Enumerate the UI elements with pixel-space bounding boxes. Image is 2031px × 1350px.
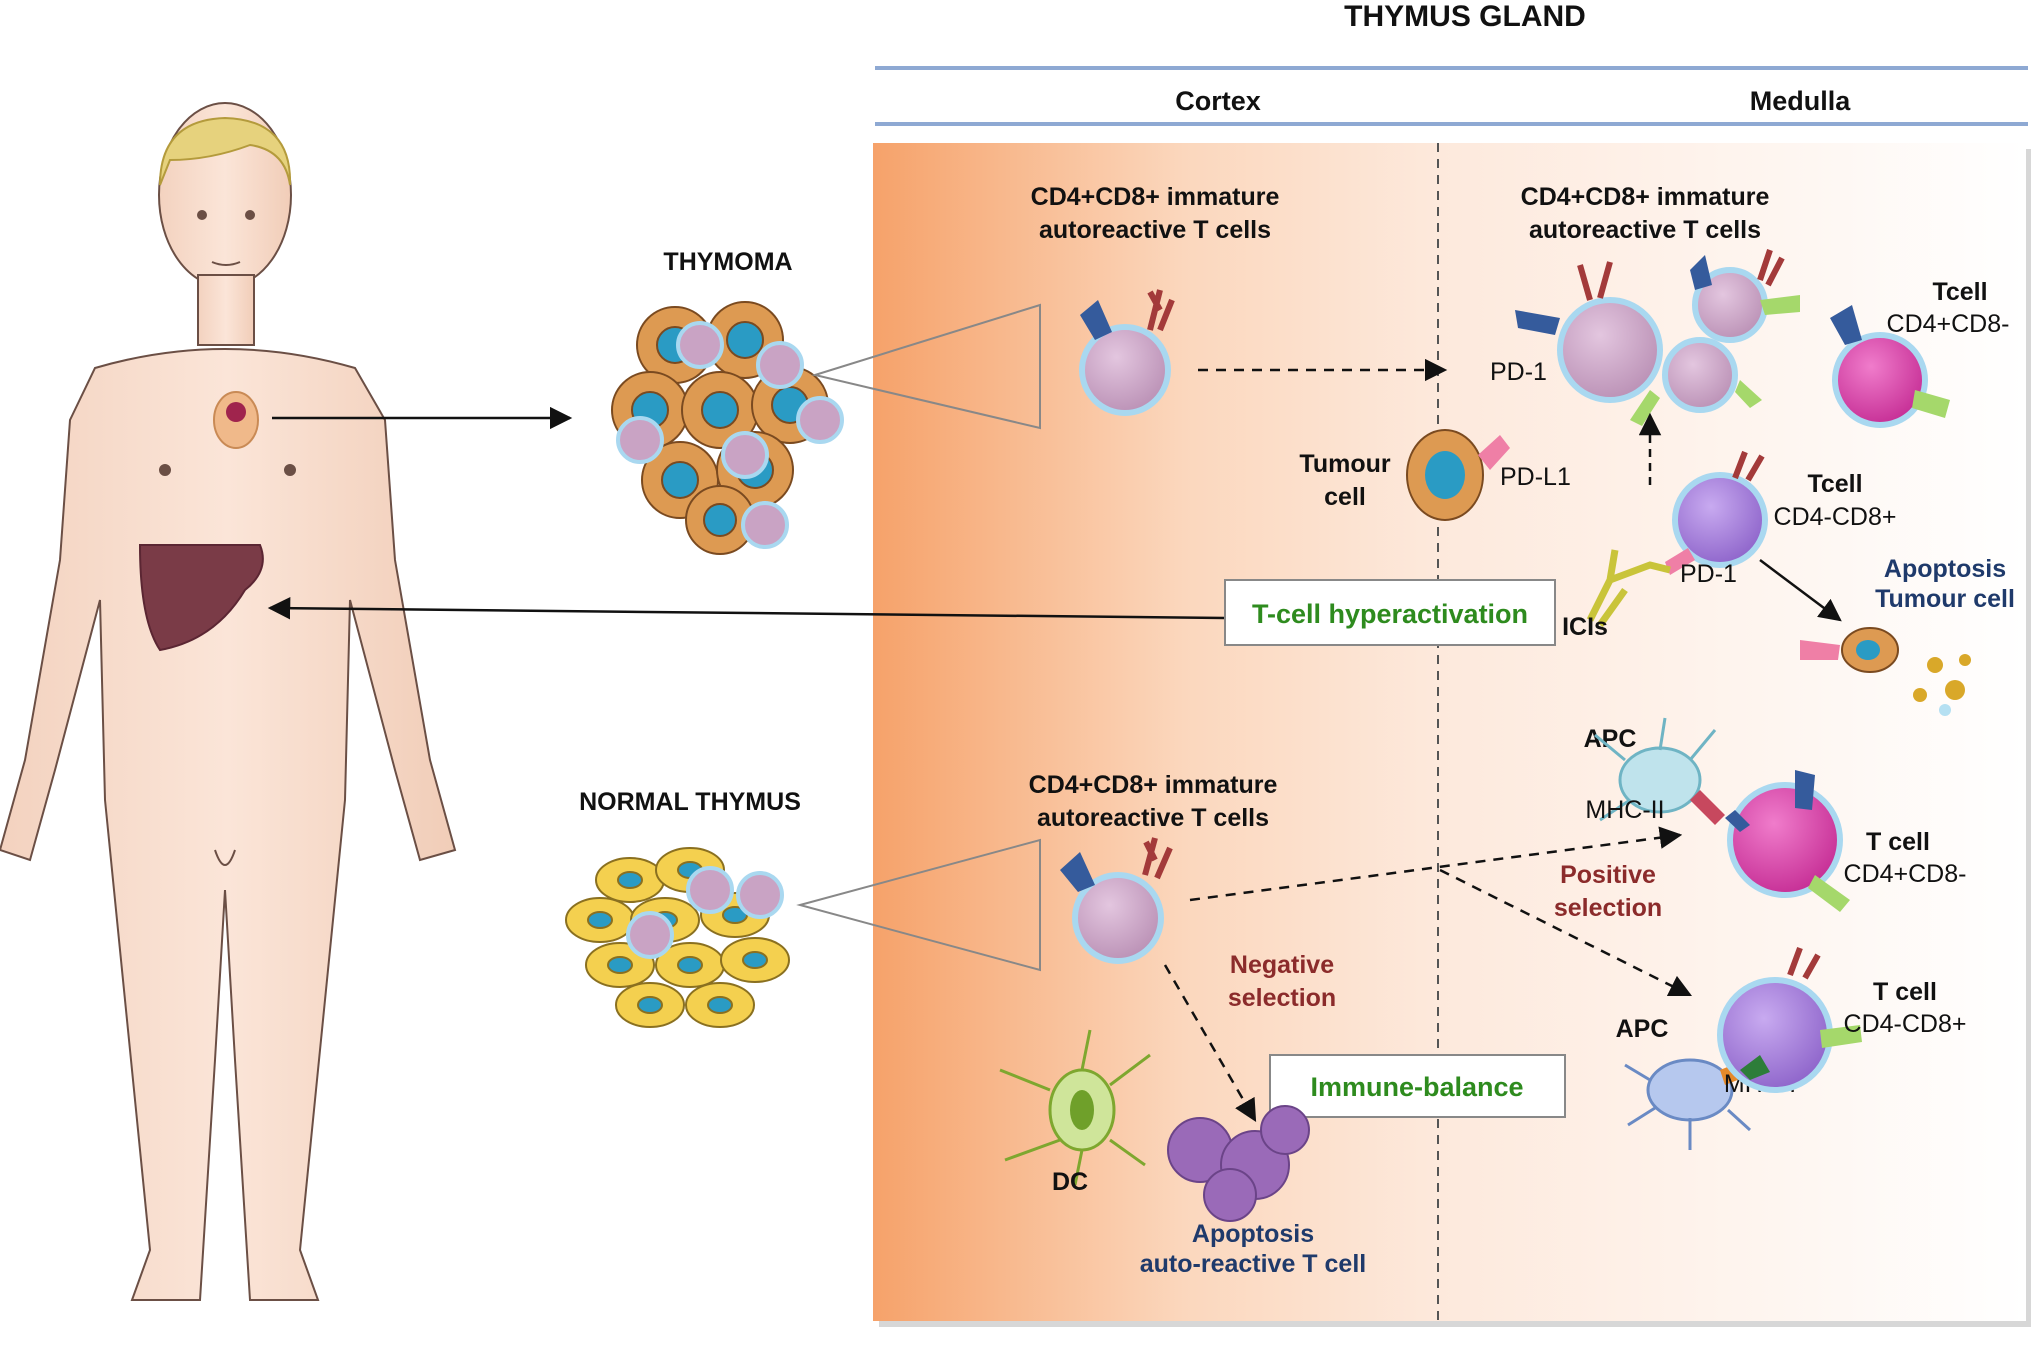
top-medulla-label: CD4+CD8+ immature autoreactive T cells: [1521, 183, 1770, 244]
tcell-cd4-top-label: Tcell CD4+CD8-: [1887, 278, 2010, 338]
svg-text:CD4-CD8+: CD4-CD8+: [1774, 503, 1897, 531]
svg-text:autoreactive T cells: autoreactive T cells: [1037, 804, 1269, 832]
svg-text:Apoptosis: Apoptosis: [1192, 1220, 1314, 1248]
icis-label: ICIs: [1562, 613, 1608, 641]
dc-label: DC: [1052, 1168, 1088, 1196]
svg-text:CD4-CD8+: CD4-CD8+: [1844, 1010, 1967, 1038]
apoptosis-auto-label: Apoptosis auto-reactive T cell: [1140, 1220, 1366, 1278]
normal-zoom-wedge: [796, 838, 1041, 972]
svg-text:Tcell: Tcell: [1932, 278, 1987, 306]
apoptotic-tumour-cell: [1800, 627, 1971, 716]
svg-text:Positive: Positive: [1560, 861, 1656, 889]
tcell-cd4-top: [1830, 305, 1950, 428]
dendritic-cell: [999, 1029, 1151, 1186]
bottom-immature-t-cell: [1060, 837, 1173, 964]
human-body: [0, 102, 457, 1301]
medulla-header: Medulla: [1750, 86, 1851, 116]
apoptosis-tumour-label: Apoptosis Tumour cell: [1875, 555, 2015, 613]
svg-text:NORMAL THYMUS: NORMAL THYMUS: [579, 788, 801, 816]
pd1-label-bottom: PD-1: [1680, 560, 1737, 588]
gland-panel: [873, 143, 2031, 1327]
tcell-cd4-bottom-label: T cell CD4+CD8-: [1844, 828, 1967, 888]
thymus-header: THYMUS GLAND Cortex Medulla: [875, 0, 2028, 126]
tcell-cd8-bottom: [1717, 946, 1862, 1093]
thymoma-cluster: [611, 301, 844, 555]
svg-text:CD4+CD8+ immature: CD4+CD8+ immature: [1031, 183, 1280, 211]
tcell-cd8-top-label: Tcell CD4-CD8+: [1774, 470, 1897, 531]
svg-text:cell: cell: [1324, 483, 1366, 511]
thymoma-zoom-wedge: [811, 303, 1041, 430]
svg-text:Tcell: Tcell: [1807, 470, 1862, 498]
svg-text:Immune-balance: Immune-balance: [1310, 1072, 1523, 1102]
svg-text:selection: selection: [1228, 984, 1336, 1012]
top-immature-t-cell: [1079, 289, 1175, 416]
svg-text:T cell: T cell: [1873, 978, 1937, 1006]
tcell-cd8-bottom-label: T cell CD4-CD8+: [1844, 978, 1967, 1038]
hair: [159, 116, 292, 186]
normal-thymus-cluster: [565, 847, 790, 1028]
svg-text:Negative: Negative: [1230, 951, 1334, 979]
thymoma-label: THYMOMA: [663, 248, 792, 276]
svg-text:CD4+CD8+ immature: CD4+CD8+ immature: [1521, 183, 1770, 211]
svg-text:CD4+CD8-: CD4+CD8-: [1887, 310, 2010, 338]
mhc2-label: MHC-II: [1585, 796, 1664, 824]
svg-text:THYMOMA: THYMOMA: [663, 248, 792, 276]
svg-text:Tumour: Tumour: [1299, 450, 1390, 478]
apoptotic-auto-reactive-cell: [1167, 1105, 1310, 1222]
svg-text:Apoptosis: Apoptosis: [1884, 555, 2006, 583]
tcell-cd4-bottom: [1725, 770, 1850, 912]
thymus-organ: [213, 391, 259, 449]
svg-text:autoreactive T cells: autoreactive T cells: [1529, 216, 1761, 244]
thymus-gland-title: THYMUS GLAND: [1344, 0, 1586, 33]
svg-text:T cell: T cell: [1866, 828, 1930, 856]
positive-selection-label: Positive selection: [1554, 861, 1662, 922]
arrow-hyperactivation-to-liver: [267, 596, 1226, 620]
pd1-label-top: PD-1: [1490, 358, 1547, 386]
svg-text:autoreactive T cells: autoreactive T cells: [1039, 216, 1271, 244]
top-medulla-t-cell-group: [1515, 249, 1800, 426]
immune-balance-box: Immune-balance: [1269, 1054, 1566, 1118]
apc-top-cell: [1594, 717, 1725, 825]
negative-selection-label: Negative selection: [1228, 951, 1336, 1012]
svg-text:CD4+CD8-: CD4+CD8-: [1844, 860, 1967, 888]
bottom-cortex-label: CD4+CD8+ immature autoreactive T cells: [1029, 771, 1278, 832]
ici-antibody: [1586, 549, 1671, 628]
normal-thymus-label: NORMAL THYMUS: [579, 788, 801, 816]
svg-text:Tumour cell: Tumour cell: [1875, 585, 2015, 613]
svg-text:selection: selection: [1554, 894, 1662, 922]
svg-text:CD4+CD8+ immature: CD4+CD8+ immature: [1029, 771, 1278, 799]
tumour-cell-label: Tumour cell: [1299, 450, 1390, 511]
apc-bottom-label: APC: [1616, 1015, 1669, 1043]
tcell-cd8-top: [1665, 450, 1768, 575]
hyperactivation-box: T-cell hyperactivation: [1224, 579, 1556, 646]
svg-text:auto-reactive T cell: auto-reactive T cell: [1140, 1250, 1366, 1278]
cortex-header: Cortex: [1175, 86, 1261, 116]
tumour-cell: [1406, 429, 1510, 521]
arrow-to-negative-apoptosis: [1163, 964, 1257, 1122]
svg-text:T-cell hyperactivation: T-cell hyperactivation: [1252, 599, 1528, 629]
top-cortex-label: CD4+CD8+ immature autoreactive T cells: [1031, 183, 1280, 244]
pdl1-label: PD-L1: [1500, 463, 1571, 491]
liver: [138, 544, 264, 652]
arrow-to-apoptosis-tumour: [1759, 559, 1842, 622]
